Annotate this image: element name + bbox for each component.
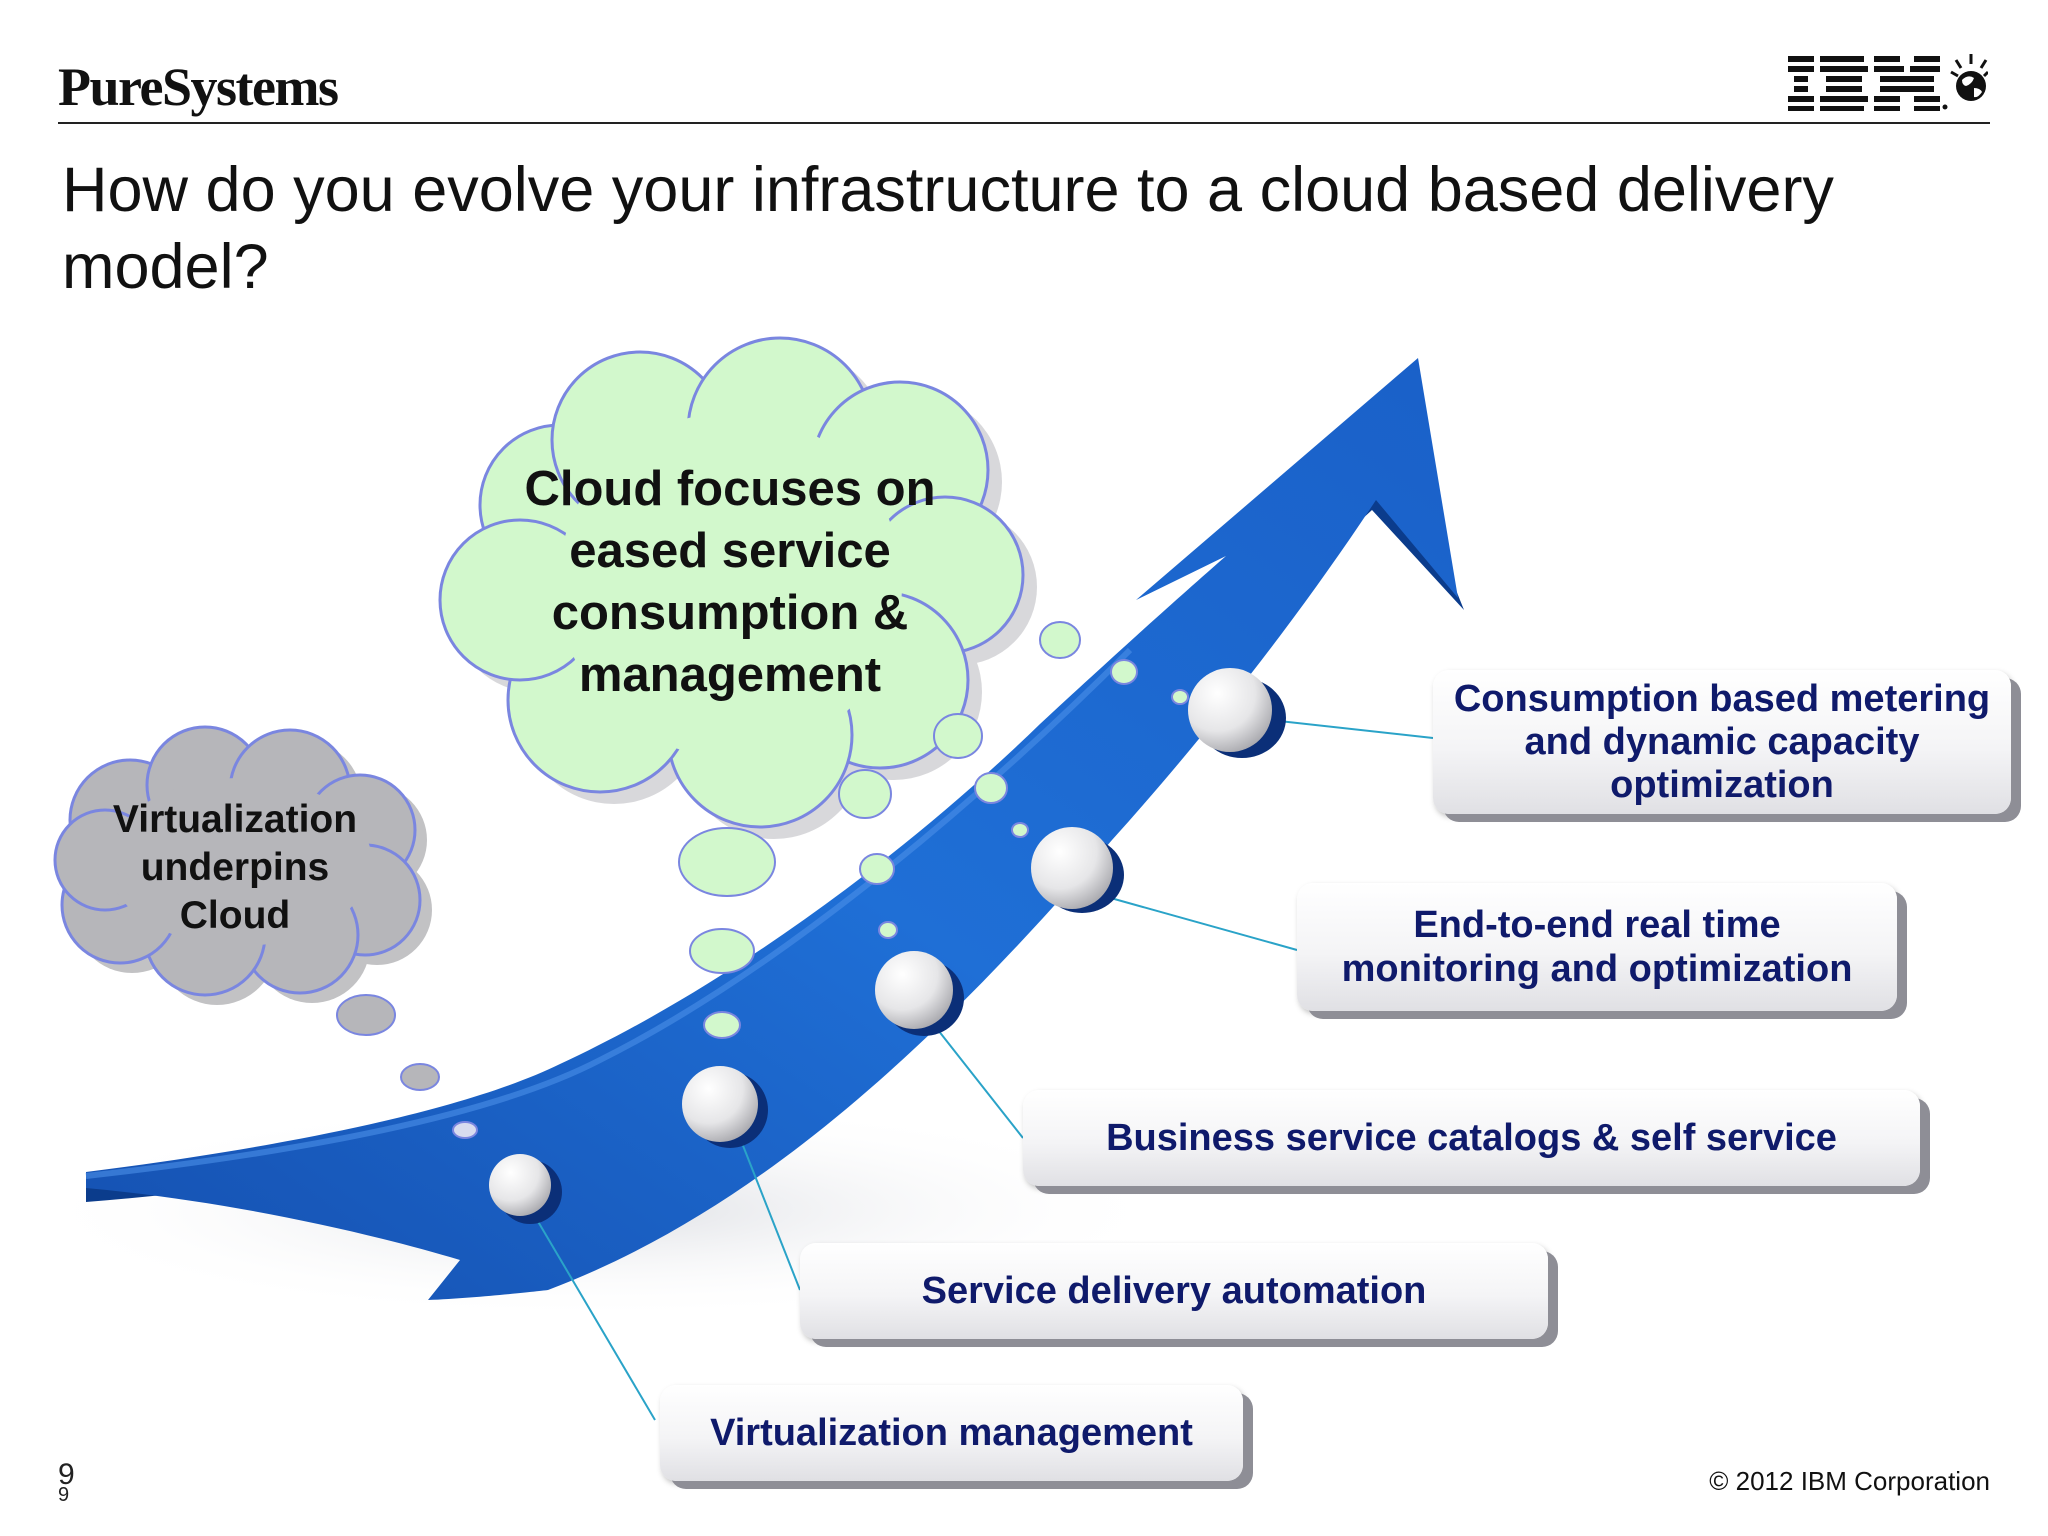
connector-lines <box>532 719 1434 1421</box>
step-virtualization-management: Virtualization management <box>660 1385 1243 1481</box>
growth-arrow-diagram <box>20 336 1464 1421</box>
virtualization-cloud-text: Virtualization underpins Cloud <box>112 798 358 937</box>
page-number-ghost: 9 <box>58 1484 70 1506</box>
header-rule <box>58 122 1990 124</box>
main-cloud-text: Cloud focuses on eased service consumpti… <box>524 462 936 702</box>
milestone-node <box>1031 827 1113 909</box>
arrow-body <box>86 358 1458 1300</box>
slide-title: How do you evolve your infrastructure to… <box>62 155 1834 302</box>
step-label: Service delivery automation <box>921 1269 1427 1312</box>
step-end-to-end-monitoring: End-to-end real time monitoring and opti… <box>1297 883 1897 1011</box>
globe-icon <box>1950 54 1988 101</box>
step-consumption-metering: Consumption based metering and dynamic c… <box>1433 670 2011 814</box>
virtualization-thought-cloud <box>53 725 440 1091</box>
trail-bubbles <box>452 689 1189 1139</box>
step-business-service-catalogs: Business service catalogs & self service <box>1023 1090 1920 1186</box>
milestone-node <box>489 1154 551 1216</box>
milestone-node <box>875 951 953 1029</box>
main-thought-cloud <box>438 336 1138 974</box>
step-label: Consumption based metering and dynamic c… <box>1453 677 1991 806</box>
step-label: Virtualization management <box>710 1411 1193 1454</box>
step-label: End-to-end real time monitoring and opti… <box>1341 904 1853 990</box>
step-label: Business service catalogs & self service <box>1106 1116 1837 1159</box>
page-number-value: 9 <box>58 1458 75 1491</box>
milestone-nodes <box>489 668 1286 1224</box>
milestone-node <box>682 1066 758 1142</box>
brand-wordmark: PureSystems <box>58 57 339 117</box>
milestone-node <box>1188 668 1272 752</box>
page-number: 9 9 <box>58 1460 75 1506</box>
ibm-logo <box>1788 54 1988 111</box>
step-service-delivery-automation: Service delivery automation <box>800 1243 1548 1339</box>
copyright: © 2012 IBM Corporation <box>1709 1466 1990 1496</box>
